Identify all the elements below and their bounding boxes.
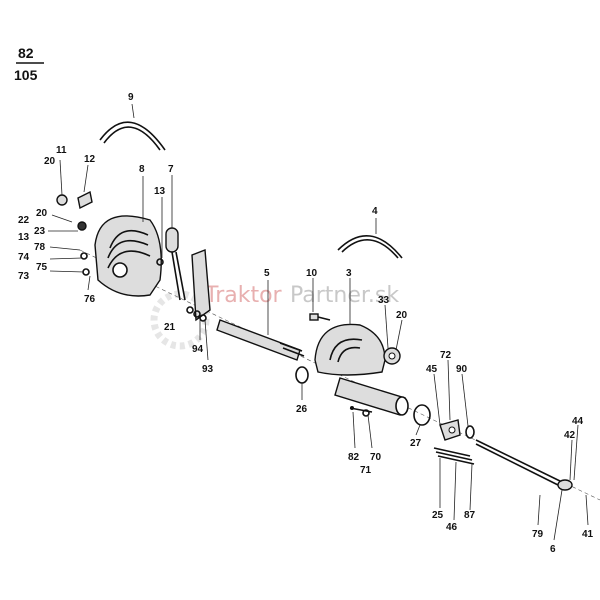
callout-41: 41 — [582, 529, 594, 540]
pin-parts — [349, 406, 373, 417]
callout-33: 33 — [378, 295, 390, 306]
callout-94: 94 — [192, 344, 204, 355]
control-lever — [165, 227, 186, 301]
callout-25: 25 — [432, 510, 444, 521]
watermark-brand: Traktor — [204, 283, 283, 308]
callout-93: 93 — [202, 364, 214, 375]
callout-73: 73 — [18, 271, 30, 282]
callout-20: 20 — [44, 156, 56, 167]
callout-45: 45 — [426, 364, 438, 375]
seal-ring — [413, 404, 431, 426]
callout-42: 42 — [564, 430, 576, 441]
callout-90: 90 — [456, 364, 468, 375]
callout-5: 5 — [264, 268, 270, 279]
ring-part — [295, 366, 309, 384]
callout-4: 4 — [372, 206, 378, 217]
callout-72: 72 — [440, 350, 452, 361]
control-rod — [475, 439, 573, 491]
housing-quadrant — [314, 323, 409, 416]
callout-79: 79 — [532, 529, 544, 540]
callout-13: 13 — [18, 232, 30, 243]
watermark-domain: Partner.sk — [290, 283, 399, 308]
spring-strip-part — [99, 121, 166, 151]
leader-lines — [48, 103, 589, 541]
callout-87: 87 — [464, 510, 476, 521]
bolt-part — [309, 313, 331, 321]
lever-bracket — [186, 249, 211, 322]
callout-20: 20 — [36, 208, 48, 219]
linkage-parts — [433, 419, 475, 465]
page-ref-bottom: 105 — [14, 67, 38, 83]
callout-71: 71 — [360, 465, 372, 476]
callout-26: 26 — [296, 404, 308, 415]
main-shaft — [216, 319, 305, 361]
callout-11: 11 — [56, 145, 67, 156]
callout-46: 46 — [446, 522, 458, 533]
callout-27: 27 — [410, 438, 422, 449]
callout-74: 74 — [18, 252, 30, 263]
callout-labels: 9 11 20 12 8 7 13 22 20 23 13 78 74 75 7… — [18, 92, 594, 555]
page-ref-top: 82 — [18, 45, 34, 61]
callout-6: 6 — [550, 544, 556, 555]
callout-76: 76 — [84, 294, 96, 305]
callout-10: 10 — [306, 268, 318, 279]
callout-75: 75 — [36, 262, 48, 273]
callout-20: 20 — [396, 310, 408, 321]
callout-23: 23 — [34, 226, 46, 237]
callout-82: 82 — [348, 452, 360, 463]
callout-8: 8 — [139, 164, 145, 175]
quadrant-plate — [94, 215, 162, 297]
callout-7: 7 — [168, 164, 174, 175]
spring-strip-part-2 — [337, 235, 403, 259]
callout-78: 78 — [34, 242, 46, 253]
callout-3: 3 — [346, 268, 352, 279]
callout-12: 12 — [84, 154, 96, 165]
watermark: Traktor Partner.sk — [150, 283, 399, 350]
callout-44: 44 — [572, 416, 584, 427]
page-reference: 82 105 — [14, 45, 44, 83]
callout-13: 13 — [154, 186, 166, 197]
callout-22: 22 — [18, 215, 30, 226]
callout-70: 70 — [370, 452, 382, 463]
callout-9: 9 — [128, 92, 134, 103]
callout-21: 21 — [164, 322, 176, 333]
